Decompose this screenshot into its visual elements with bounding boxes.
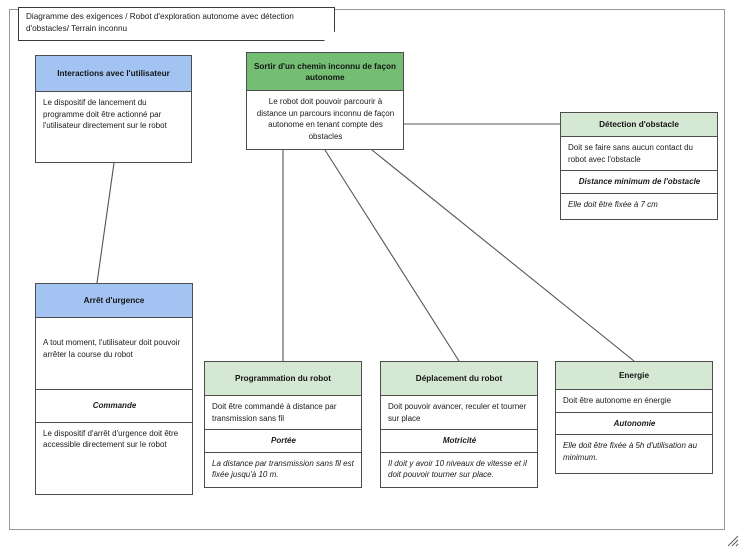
block-sortir-row-0: Le robot doit pouvoir parcourir à distan…: [256, 97, 395, 141]
block-programmation-row-0: Doit être commandé à distance par transm…: [212, 402, 337, 423]
block-arret-urgence-title: Arrêt d'urgence: [36, 284, 192, 318]
diagram-title-banner: [18, 7, 335, 41]
block-detection[interactable]: Détection d'obstacle Doit se faire sans …: [560, 112, 718, 220]
block-deplacement-title: Déplacement du robot: [381, 362, 537, 396]
block-programmation-row-2: La distance par transmission sans fil es…: [205, 451, 361, 486]
block-detection-row-0: Doit se faire sans aucun contact du robo…: [568, 143, 693, 164]
block-deplacement[interactable]: Déplacement du robot Doit pouvoir avance…: [380, 361, 538, 488]
block-arret-urgence[interactable]: Arrêt d'urgence A tout moment, l'utilisa…: [35, 283, 193, 495]
link-interactions-to-arret: [96, 162, 115, 284]
block-interactions-title: Interactions avec l'utilisateur: [36, 56, 191, 92]
link-sortir-to-deplacement: [324, 149, 460, 362]
block-deplacement-row-0: Doit pouvoir avancer, reculer et tourner…: [388, 402, 527, 423]
block-energie[interactable]: Energie Doit être autonome en énergie Au…: [555, 361, 713, 474]
block-energie-row-0: Doit être autonome en énergie: [563, 396, 672, 405]
block-arret-urgence-row-1: Commande: [36, 389, 192, 422]
block-detection-title: Détection d'obstacle: [561, 113, 717, 137]
resize-grip-icon[interactable]: [726, 534, 739, 547]
block-programmation[interactable]: Programmation du robot Doit être command…: [204, 361, 362, 488]
block-detection-row-1: Distance minimum de l'obstacle: [561, 170, 717, 193]
block-energie-title: Energie: [556, 362, 712, 390]
block-programmation-title: Programmation du robot: [205, 362, 361, 396]
block-deplacement-row-1: Motricité: [381, 429, 537, 452]
block-interactions[interactable]: Interactions avec l'utilisateur Le dispo…: [35, 55, 192, 163]
block-deplacement-row-2: Il doit y avoir 10 niveaux de vitesse et…: [381, 451, 537, 486]
block-sortir[interactable]: Sortir d'un chemin inconnu de façon auto…: [246, 52, 404, 150]
diagram-title-text: Diagramme des exigences / Robot d'explor…: [26, 12, 294, 33]
block-arret-urgence-row-2: Le dispositif d'arrêt d'urgence doit êtr…: [36, 421, 192, 456]
block-energie-row-1: Autonomie: [556, 411, 712, 435]
block-sortir-title: Sortir d'un chemin inconnu de façon auto…: [247, 53, 403, 91]
block-programmation-row-1: Portée: [205, 429, 361, 452]
block-arret-urgence-row-0: A tout moment, l'utilisateur doit pouvoi…: [43, 338, 181, 359]
block-detection-row-2: Elle doit être fixée à 7 cm: [561, 192, 717, 216]
link-sortir-to-energie: [371, 149, 635, 362]
block-energie-row-2: Elle doit être fixée à 5h d'utilisation …: [556, 434, 712, 468]
block-interactions-row-0: Le dispositif de lancement du programme …: [43, 98, 167, 131]
